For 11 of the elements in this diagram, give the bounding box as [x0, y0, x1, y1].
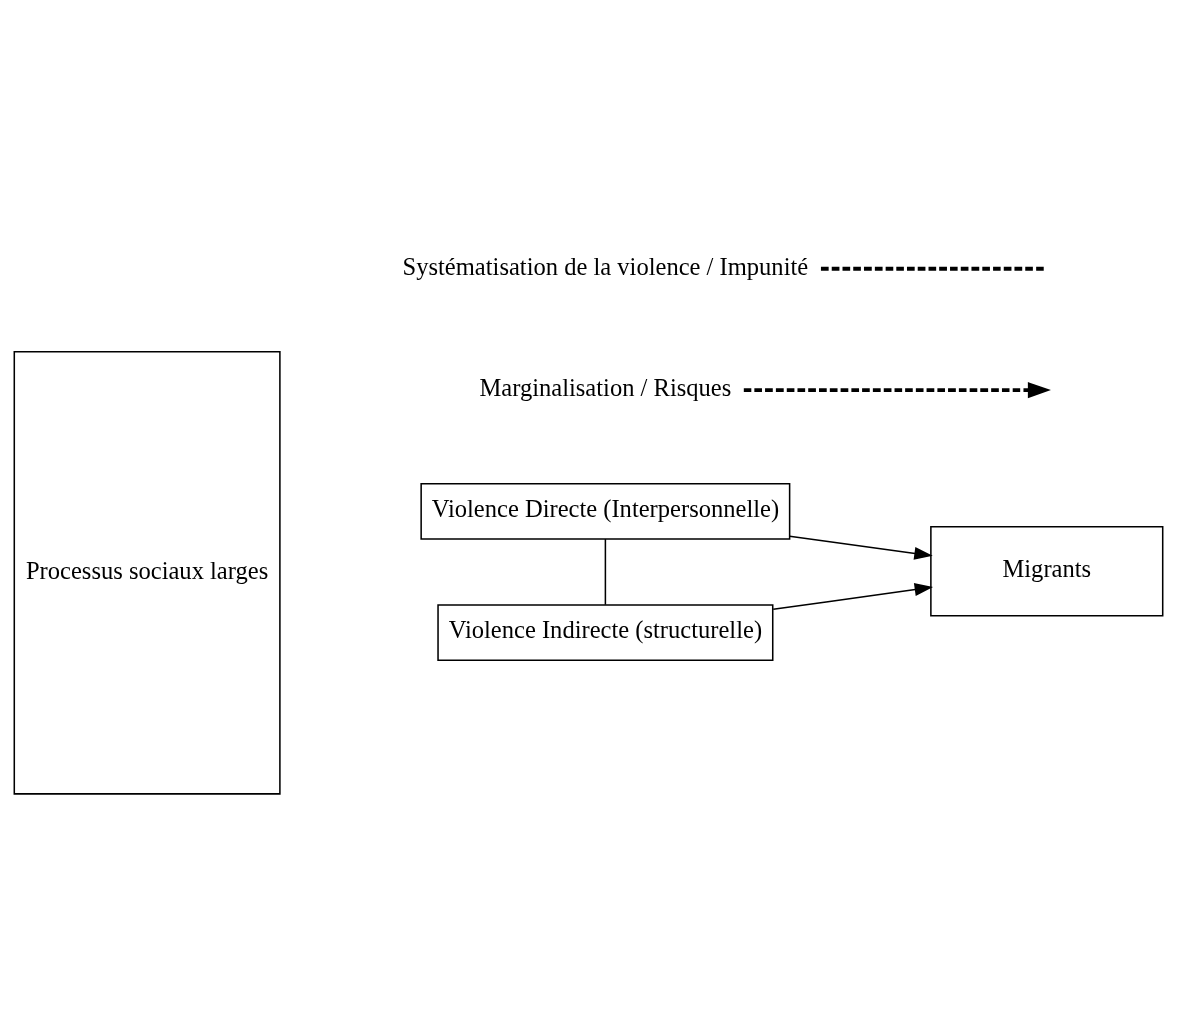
- arrow: [772, 582, 934, 610]
- node-text: Systématisation de la violence / Impunité: [402, 252, 809, 280]
- arrow: [743, 381, 1051, 398]
- arrow: [788, 535, 933, 560]
- node-box: Migrants: [930, 525, 1164, 617]
- connector: [604, 537, 607, 605]
- node-box: Violence Directe (Interpersonnelle): [420, 482, 791, 540]
- node-text: Marginalisation / Risques: [479, 373, 732, 401]
- node-box: Violence Indirecte (structurelle): [437, 603, 774, 661]
- node-box: Processus sociaux larges: [13, 350, 281, 795]
- connector: [820, 266, 1046, 271]
